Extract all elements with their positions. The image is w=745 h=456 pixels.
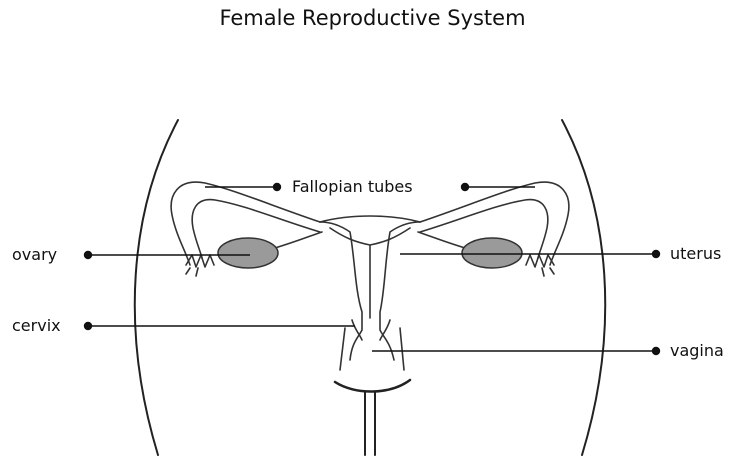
label-uterus: uterus <box>670 244 721 264</box>
label-fallopian-tubes: Fallopian tubes <box>292 177 413 197</box>
leader-dot-uterus <box>653 251 660 258</box>
vagina-left-wall <box>340 328 345 370</box>
uterine-cavity <box>330 228 410 318</box>
leader-dot-vagina <box>653 348 660 355</box>
leader-dot-ovary <box>85 252 92 259</box>
left-ovary-ligament <box>275 232 322 248</box>
label-cervix: cervix <box>12 316 61 336</box>
uterus-top <box>320 216 420 222</box>
label-vagina: vagina <box>670 341 724 361</box>
body-outline-left <box>135 120 178 455</box>
leader-dot-fallopian-right <box>462 184 469 191</box>
right-ovary-ligament <box>418 232 465 248</box>
left-ovary <box>218 238 278 268</box>
leader-dot-cervix <box>85 323 92 330</box>
body-outline-right <box>562 120 605 455</box>
right-ovary <box>462 238 522 268</box>
leader-dot-fallopian-left <box>274 184 281 191</box>
label-ovary: ovary <box>12 245 57 265</box>
groin-curve <box>335 380 410 392</box>
vagina-right-wall <box>400 328 404 370</box>
